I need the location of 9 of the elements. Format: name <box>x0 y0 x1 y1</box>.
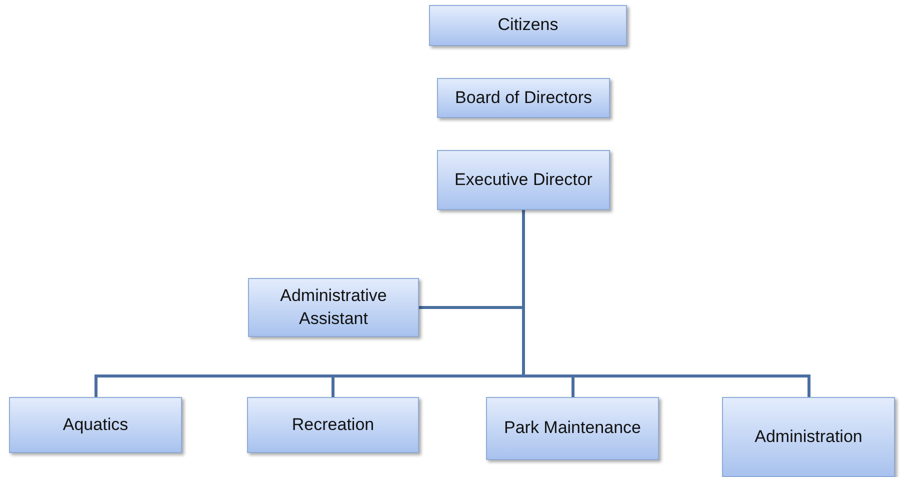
org-box: Recreation <box>247 397 419 453</box>
org-box: Administrative Assistant <box>248 278 419 337</box>
org-box: Board of Directors <box>437 78 610 118</box>
org-box: Executive Director <box>437 150 610 210</box>
org-box: Administration <box>722 397 895 477</box>
org-box: Park Maintenance <box>486 397 659 460</box>
org-box: Citizens <box>429 5 627 46</box>
connector-line <box>522 210 810 397</box>
org-box: Aquatics <box>9 397 182 453</box>
